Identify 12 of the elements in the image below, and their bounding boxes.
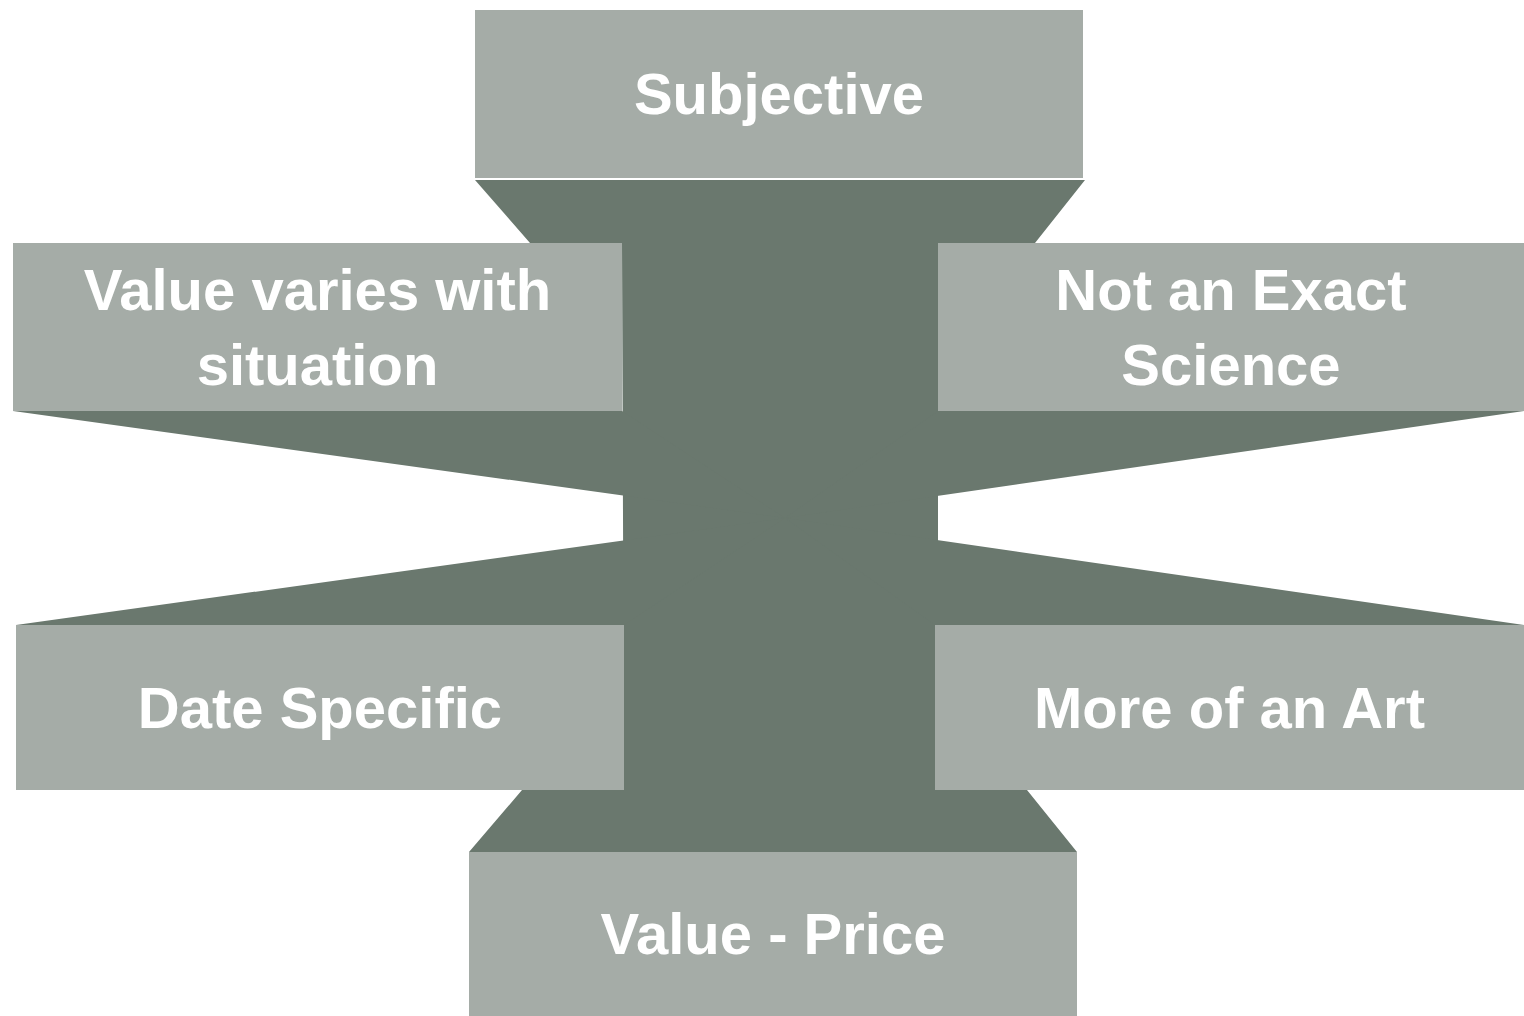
box-label: More of an Art <box>1034 673 1425 742</box>
text-box <box>938 243 1524 411</box>
text-box <box>935 625 1524 790</box>
box-label: Not an Exact Science <box>1054 255 1408 399</box>
box-label: Value varies with situation <box>82 255 553 399</box>
box-label: Value - Price <box>600 900 946 969</box>
box-label: Date Specific <box>137 673 503 742</box>
text-box <box>469 852 1077 1016</box>
text-box <box>475 10 1083 178</box>
box-label: Subjective <box>633 60 925 129</box>
text-box <box>13 243 622 411</box>
text-box <box>16 625 624 790</box>
